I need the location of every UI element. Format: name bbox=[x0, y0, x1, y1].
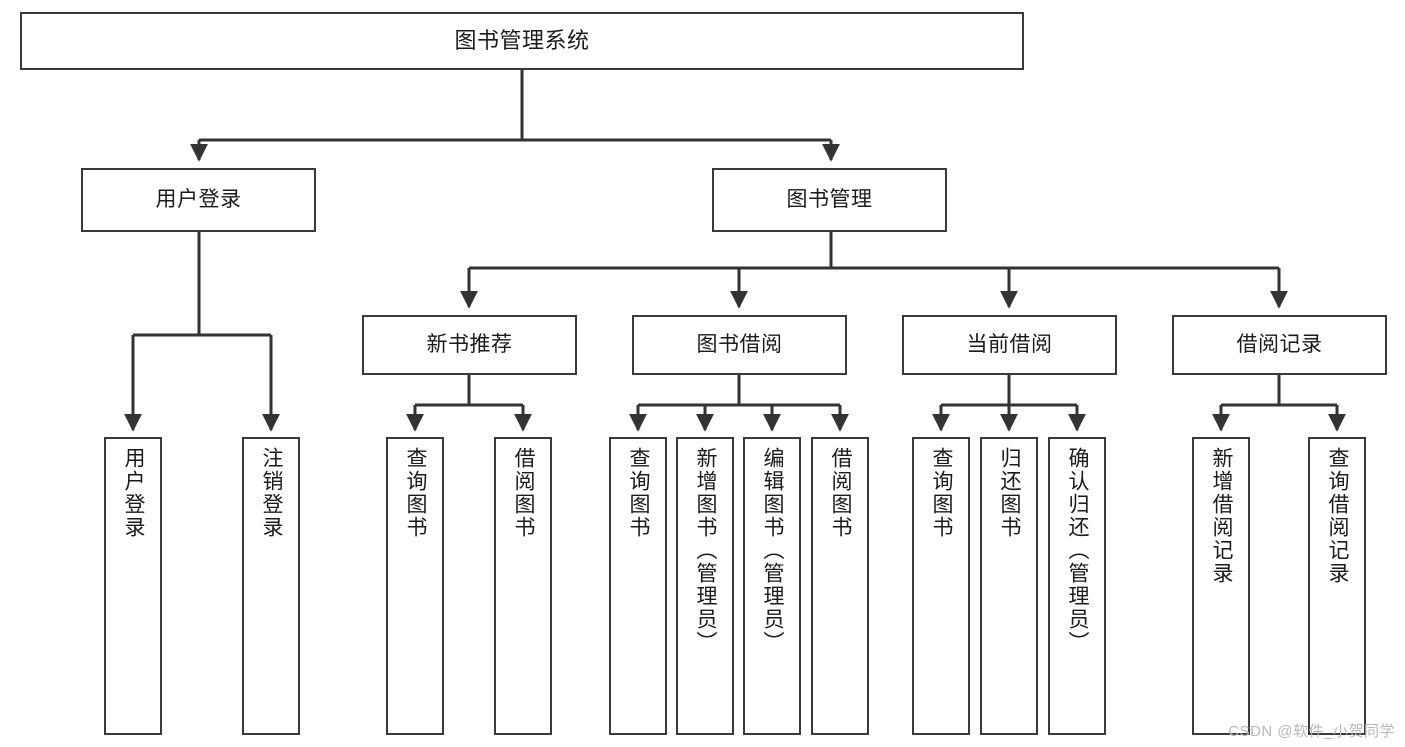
leaf-borrow-book-2[interactable]: 借阅图书 bbox=[811, 437, 869, 735]
node-label: 注销登录 bbox=[260, 447, 284, 539]
node-label: 编辑图书（管理员） bbox=[761, 447, 785, 654]
node-current-borrowing[interactable]: 当前借阅 bbox=[902, 315, 1117, 375]
node-book-borrowing[interactable]: 图书借阅 bbox=[632, 315, 847, 375]
node-label: 新增图书（管理员） bbox=[694, 447, 718, 654]
leaf-edit-book[interactable]: 编辑图书（管理员） bbox=[743, 437, 801, 735]
node-label: 当前借阅 bbox=[966, 333, 1053, 357]
node-label: 借阅记录 bbox=[1236, 333, 1323, 357]
leaf-query-book-2[interactable]: 查询图书 bbox=[609, 437, 667, 735]
node-label: 查询图书 bbox=[404, 447, 428, 539]
node-label: 新增借阅记录 bbox=[1210, 447, 1234, 585]
node-label: 借阅图书 bbox=[512, 447, 536, 539]
leaf-return-book[interactable]: 归还图书 bbox=[980, 437, 1038, 735]
node-label: 查询借阅记录 bbox=[1326, 447, 1350, 585]
leaf-query-borrow-record[interactable]: 查询借阅记录 bbox=[1308, 437, 1366, 735]
node-label: 图书借阅 bbox=[696, 333, 783, 357]
node-label: 图书管理 bbox=[786, 188, 873, 212]
leaf-user-login[interactable]: 用户登录 bbox=[104, 437, 162, 735]
leaf-logout[interactable]: 注销登录 bbox=[242, 437, 300, 735]
node-label: 确认归还（管理员） bbox=[1066, 447, 1090, 654]
node-borrowing-record[interactable]: 借阅记录 bbox=[1172, 315, 1387, 375]
node-label: 用户登录 bbox=[155, 188, 242, 212]
node-new-book-recommendation[interactable]: 新书推荐 bbox=[362, 315, 577, 375]
node-label: 查询图书 bbox=[930, 447, 954, 539]
node-user-login[interactable]: 用户登录 bbox=[81, 168, 316, 232]
node-label: 归还图书 bbox=[998, 447, 1022, 539]
leaf-query-book-3[interactable]: 查询图书 bbox=[912, 437, 970, 735]
node-label: 查询图书 bbox=[627, 447, 651, 539]
node-root-system[interactable]: 图书管理系统 bbox=[20, 12, 1024, 70]
leaf-add-book[interactable]: 新增图书（管理员） bbox=[676, 437, 734, 735]
leaf-borrow-book-1[interactable]: 借阅图书 bbox=[494, 437, 552, 735]
node-label: 借阅图书 bbox=[829, 447, 853, 539]
node-label: 用户登录 bbox=[122, 447, 146, 539]
node-book-management[interactable]: 图书管理 bbox=[712, 168, 947, 232]
node-label: 图书管理系统 bbox=[454, 27, 590, 53]
watermark: CSDN @软件_小贺同学 bbox=[1228, 723, 1395, 740]
leaf-add-borrow-record[interactable]: 新增借阅记录 bbox=[1192, 437, 1250, 735]
node-label: 新书推荐 bbox=[426, 333, 513, 357]
leaf-confirm-return[interactable]: 确认归还（管理员） bbox=[1048, 437, 1106, 735]
leaf-query-book-1[interactable]: 查询图书 bbox=[386, 437, 444, 735]
